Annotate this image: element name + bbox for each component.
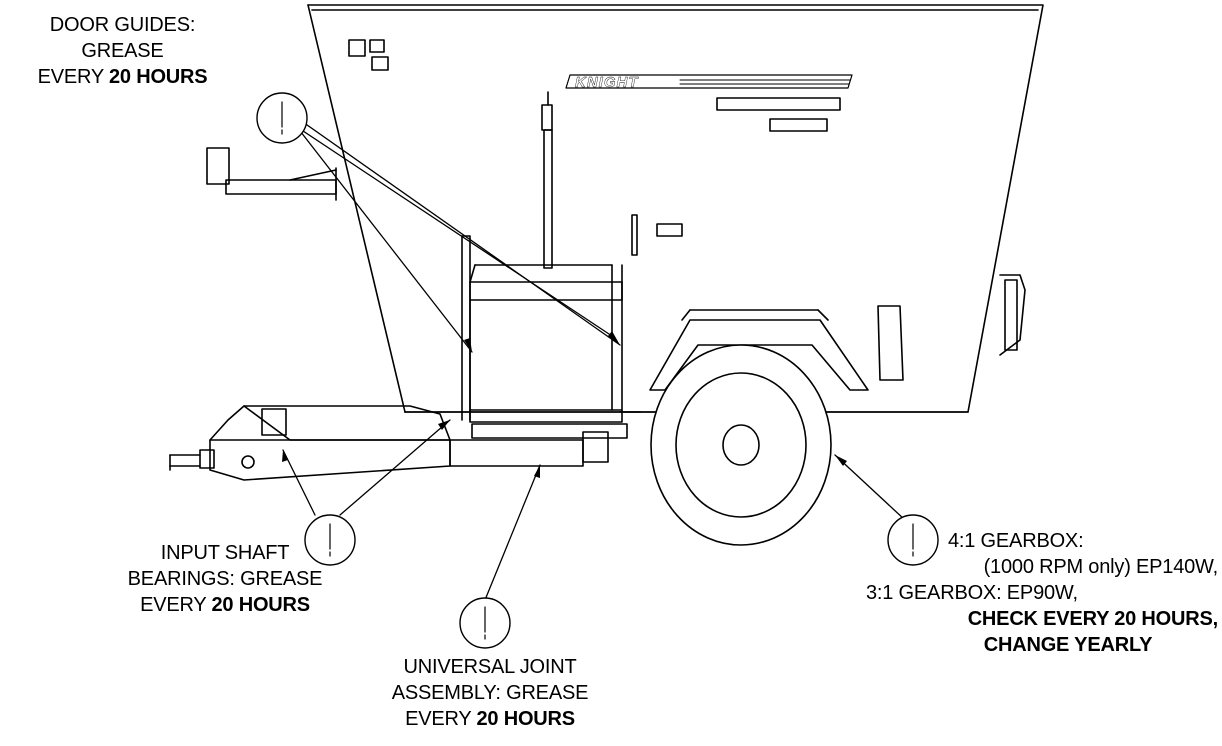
universal-joint-line3-prefix: EVERY: [405, 708, 477, 730]
knight-logo: KNIGHT: [565, 74, 853, 91]
gearbox-line3: 3:1 GEARBOX: EP90W,: [866, 582, 1078, 604]
door-guides-line3-bold: 20 HOURS: [109, 66, 208, 88]
hitch-frame: [169, 405, 584, 481]
input-shaft-line3-prefix: EVERY: [140, 594, 212, 616]
hydraulic-cylinder: [541, 91, 638, 269]
grease-fitting-icons: [281, 101, 914, 640]
door-guides-line1: DOOR GUIDES:: [49, 14, 196, 36]
input-shaft-line3-bold: 20 HOURS: [211, 594, 311, 616]
gearbox-line5-bold: CHANGE YEARLY: [983, 634, 1153, 656]
wheel: [650, 344, 832, 546]
input-shaft-label: INPUT SHAFT BEARINGS: GREASE EVERY 20 HO…: [80, 540, 370, 618]
gearbox-line1: 4:1 GEARBOX:: [948, 530, 1084, 552]
universal-joint-line3-bold: 20 HOURS: [476, 708, 576, 730]
door-guide-arm: [206, 147, 337, 201]
input-shaft-line1: INPUT SHAFT: [160, 542, 290, 564]
universal-joint-line1: UNIVERSAL JOINT: [403, 656, 577, 678]
hopper-body: [307, 4, 1044, 413]
gearbox-label: 4:1 GEARBOX: (1000 RPM only) EP140W, 3:1…: [858, 528, 1218, 658]
door-guides-label: DOOR GUIDES: GREASE EVERY 20 HOURS: [0, 12, 245, 90]
door-frame: [461, 235, 628, 463]
leader-lines: [282, 119, 906, 601]
door-guides-line2: GREASE: [81, 40, 164, 62]
arrowheads: [282, 331, 847, 478]
logo-text: KNIGHT: [575, 74, 639, 91]
door-guides-line3-prefix: EVERY: [37, 66, 109, 88]
universal-joint-line2: ASSEMBLY: GREASE: [391, 682, 589, 704]
input-shaft-line2: BEARINGS: GREASE: [127, 568, 323, 590]
gearbox-line2: (1000 RPM only) EP140W,: [983, 556, 1219, 578]
gearbox-line4-bold: CHECK EVERY 20 HOURS,: [967, 608, 1219, 630]
universal-joint-label: UNIVERSAL JOINT ASSEMBLY: GREASE EVERY 2…: [350, 654, 630, 732]
